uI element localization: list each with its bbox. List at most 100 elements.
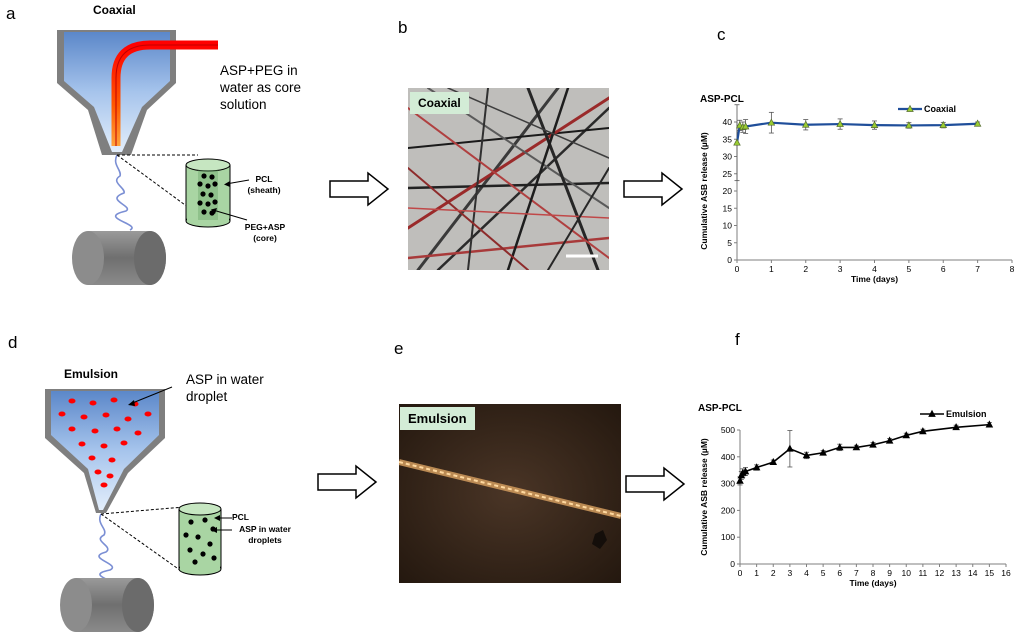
coaxial-photo-label: Coaxial [410, 92, 469, 114]
legend-marker [906, 104, 914, 112]
y-tick-label: 20 [723, 186, 733, 196]
data-point [852, 443, 861, 451]
data-point [836, 119, 844, 127]
panel-letter-e: e [394, 339, 404, 358]
x-tick-label: 0 [735, 264, 740, 274]
arrow-a-to-b [329, 171, 390, 207]
core-solution-label: ASP+PEG in water as core solution [220, 63, 302, 112]
x-tick-label: 3 [788, 568, 793, 578]
x-tick-label: 14 [968, 568, 978, 578]
coaxial-fiber-cylinder [185, 158, 231, 228]
x-tick-label: 13 [951, 568, 961, 578]
x-tick-label: 15 [985, 568, 995, 578]
emulsion-collector-drum [60, 578, 154, 632]
panel-letter-c: c [717, 25, 726, 44]
x-tick-label: 7 [854, 568, 859, 578]
x-tick-label: 8 [1010, 264, 1015, 274]
x-tick-label: 10 [902, 568, 912, 578]
coaxial-micrograph [408, 88, 609, 270]
y-tick-label: 0 [730, 559, 735, 569]
data-point [769, 457, 778, 466]
data-point [902, 431, 911, 439]
arrow-b-to-c [623, 171, 684, 207]
x-axis-label: Time (days) [851, 274, 898, 284]
droplets-label: ASP in water droplets [239, 524, 291, 545]
emulsion-pcl-label: PCL [232, 512, 249, 522]
y-tick-label: 500 [721, 425, 735, 435]
arrow-e-to-f [625, 466, 686, 502]
x-tick-label: 5 [821, 568, 826, 578]
data-point [819, 448, 827, 456]
emulsion-setup-illustration [45, 386, 232, 632]
emulsion-photo-label: Emulsion [400, 407, 475, 430]
legend-label: Emulsion [946, 409, 987, 419]
data-point [741, 122, 750, 130]
x-tick-label: 9 [887, 568, 892, 578]
x-tick-label: 0 [738, 568, 743, 578]
chart-title: ASP-PCL [700, 94, 744, 105]
panel-a-title: Coaxial [93, 3, 136, 17]
data-point [733, 138, 741, 146]
y-axis-label: Cumulative ASB release (µM) [699, 438, 709, 556]
panel-letter-d: d [8, 333, 18, 352]
y-tick-label: 200 [721, 505, 735, 515]
x-tick-label: 4 [804, 568, 809, 578]
y-tick-label: 30 [723, 152, 733, 162]
coaxial-setup-illustration [57, 30, 250, 285]
y-tick-label: 40 [723, 117, 733, 127]
arrow-d-to-e [317, 464, 378, 500]
data-point [952, 423, 960, 431]
chart-title: ASP-PCL [698, 403, 742, 414]
collector-drum [72, 231, 166, 285]
y-tick-label: 25 [723, 169, 733, 179]
jet-spiral [114, 154, 133, 231]
data-point [870, 120, 879, 128]
data-point [973, 119, 982, 127]
y-tick-label: 5 [727, 238, 732, 248]
x-tick-label: 12 [935, 568, 945, 578]
data-point [885, 436, 894, 444]
data-point [736, 476, 744, 484]
x-tick-label: 4 [872, 264, 877, 274]
emulsion-micrograph [399, 404, 621, 583]
emulsion-fiber-cylinder [178, 502, 222, 576]
sheath-label: PCL (sheath) [247, 174, 281, 195]
y-tick-label: 15 [723, 203, 733, 213]
data-point [835, 443, 844, 451]
data-point [869, 440, 877, 448]
droplets [58, 397, 152, 488]
panel-letter-a: a [6, 4, 16, 23]
x-tick-label: 1 [754, 568, 759, 578]
x-tick-label: 7 [975, 264, 980, 274]
panel-letter-b: b [398, 18, 408, 37]
panel-d-title: Emulsion [64, 367, 119, 381]
legend-label: Coaxial [924, 104, 956, 114]
series-line [739, 423, 990, 482]
data-point [939, 120, 948, 128]
y-tick-label: 100 [721, 532, 735, 542]
x-tick-label: 5 [907, 264, 912, 274]
data-point [919, 427, 927, 435]
data-point [802, 451, 811, 459]
data-point [905, 121, 913, 129]
x-tick-label: 11 [918, 568, 927, 578]
y-tick-label: 0 [727, 255, 732, 265]
y-tick-label: 10 [723, 221, 733, 231]
x-tick-label: 2 [803, 264, 808, 274]
core-label: PEG+ASP (core) [244, 222, 286, 243]
x-tick-label: 3 [838, 264, 843, 274]
y-tick-label: 300 [721, 479, 735, 489]
x-tick-label: 1 [769, 264, 774, 274]
data-point [786, 444, 794, 452]
panel-letter-f: f [735, 330, 740, 349]
y-axis-label: Cumulative ASB release (µM) [699, 132, 709, 250]
emulsion-jet-spiral [98, 513, 118, 589]
data-point [801, 120, 810, 128]
x-tick-label: 6 [941, 264, 946, 274]
emulsion-nozzle-interior [51, 391, 159, 510]
data-point [752, 463, 761, 471]
data-point [985, 420, 994, 428]
y-tick-label: 35 [723, 134, 733, 144]
